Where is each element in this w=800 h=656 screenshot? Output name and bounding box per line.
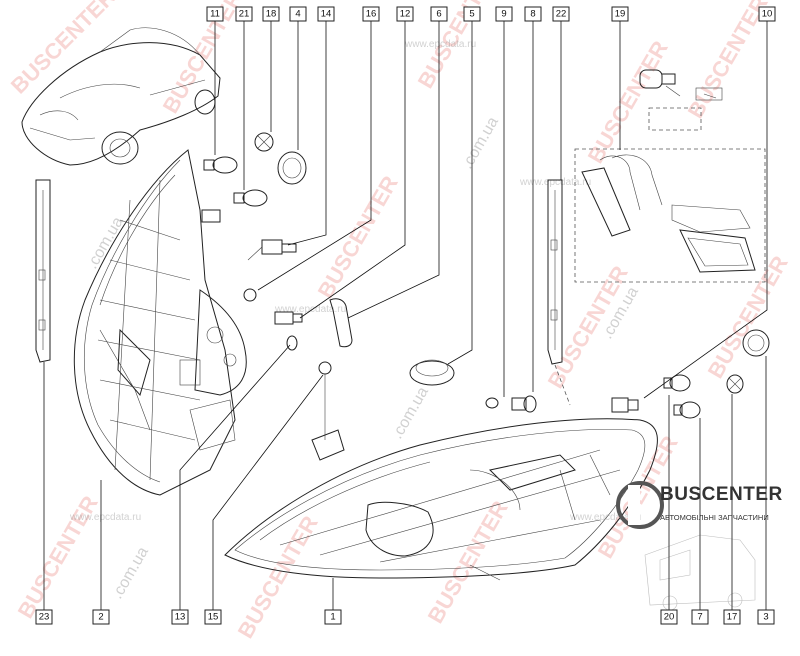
callout-22: 22	[552, 6, 570, 22]
svg-text:4: 4	[295, 9, 300, 20]
watermark-source: www.epcdata.ru	[569, 512, 641, 523]
callout-20: 20	[660, 609, 678, 625]
callout-23: 23	[35, 609, 53, 625]
callout-8: 8	[524, 6, 542, 22]
callout-17: 17	[723, 609, 741, 625]
left-group-bulbs	[201, 132, 307, 351]
car-thumbnail	[21, 27, 221, 166]
svg-text:20: 20	[664, 612, 675, 623]
svg-text:18: 18	[266, 9, 277, 20]
watermark-brand: BUSCENTER	[423, 496, 513, 627]
callout-7: 7	[691, 609, 709, 625]
svg-text:15: 15	[208, 612, 219, 623]
svg-text:11: 11	[210, 9, 220, 20]
callout-11: 11	[206, 6, 224, 22]
svg-text:6: 6	[436, 9, 441, 20]
watermark-source: www.epcdata.ru	[69, 512, 141, 523]
logo-ring-icon	[616, 481, 664, 529]
callout-6: 6	[430, 6, 448, 22]
svg-text:13: 13	[175, 612, 186, 623]
svg-text:17: 17	[727, 612, 738, 623]
callout-19: 19	[611, 6, 629, 22]
callout-5: 5	[463, 6, 481, 22]
left-headlamp-assembly	[73, 149, 247, 496]
callout-14: 14	[317, 6, 335, 22]
svg-text:9: 9	[501, 9, 506, 20]
svg-text:5: 5	[469, 9, 474, 20]
watermark-source: www.epcdata.ru	[404, 39, 476, 50]
svg-text:22: 22	[556, 9, 567, 20]
watermark-brand: BUSCENTER	[583, 36, 673, 167]
watermark-domain: .com.ua	[389, 384, 432, 442]
svg-text:16: 16	[366, 9, 377, 20]
watermark-domain: .com.ua	[109, 544, 152, 602]
middle-loose-parts	[311, 298, 537, 461]
svg-text:10: 10	[762, 9, 773, 20]
svg-text:12: 12	[400, 9, 411, 20]
svg-text:23: 23	[39, 612, 50, 623]
callout-2: 2	[92, 609, 110, 625]
bus-illustration-icon	[644, 534, 756, 611]
watermark-domain: .com.ua	[459, 114, 502, 172]
buscenter-logo: BUSCENTER АВТОМОБІЛЬНІ ЗАПЧАСТИНИ	[616, 481, 783, 611]
main-headlamp-assembly	[224, 418, 658, 581]
watermark-source: www.epcdata.ru	[274, 304, 346, 315]
callout-21: 21	[235, 6, 253, 22]
kit-box-19	[574, 148, 766, 283]
leader-lines	[43, 20, 768, 610]
callout-16: 16	[362, 6, 380, 22]
svg-text:19: 19	[615, 9, 626, 20]
callout-9: 9	[495, 6, 513, 22]
svg-text:14: 14	[321, 9, 332, 20]
watermark-brand: BUSCENTER	[233, 511, 323, 642]
logo-subtitle: АВТОМОБІЛЬНІ ЗАПЧАСТИНИ	[660, 513, 769, 522]
callout-15: 15	[204, 609, 222, 625]
watermark-source: www.epcdata.ru	[519, 177, 591, 188]
svg-text:3: 3	[763, 612, 768, 623]
callout-4: 4	[289, 6, 307, 22]
svg-text:21: 21	[239, 9, 250, 20]
callout-18: 18	[262, 6, 280, 22]
top-right-bulb	[639, 69, 723, 131]
logo-title: BUSCENTER	[660, 484, 783, 505]
svg-text:1: 1	[330, 612, 335, 623]
svg-text:7: 7	[697, 612, 702, 623]
bracket-22	[547, 179, 571, 406]
watermark-layer: BUSCENTER BUSCENTER BUSCENTER BUSCENTER …	[6, 0, 793, 643]
svg-text:2: 2	[98, 612, 103, 623]
callout-13: 13	[171, 609, 189, 625]
callout-1: 1	[324, 609, 342, 625]
right-group-bulbs	[611, 329, 770, 419]
bracket-23	[35, 179, 51, 363]
callout-3: 3	[757, 609, 775, 625]
callout-10: 10	[758, 6, 776, 22]
callout-12: 12	[396, 6, 414, 22]
svg-text:8: 8	[530, 9, 535, 20]
